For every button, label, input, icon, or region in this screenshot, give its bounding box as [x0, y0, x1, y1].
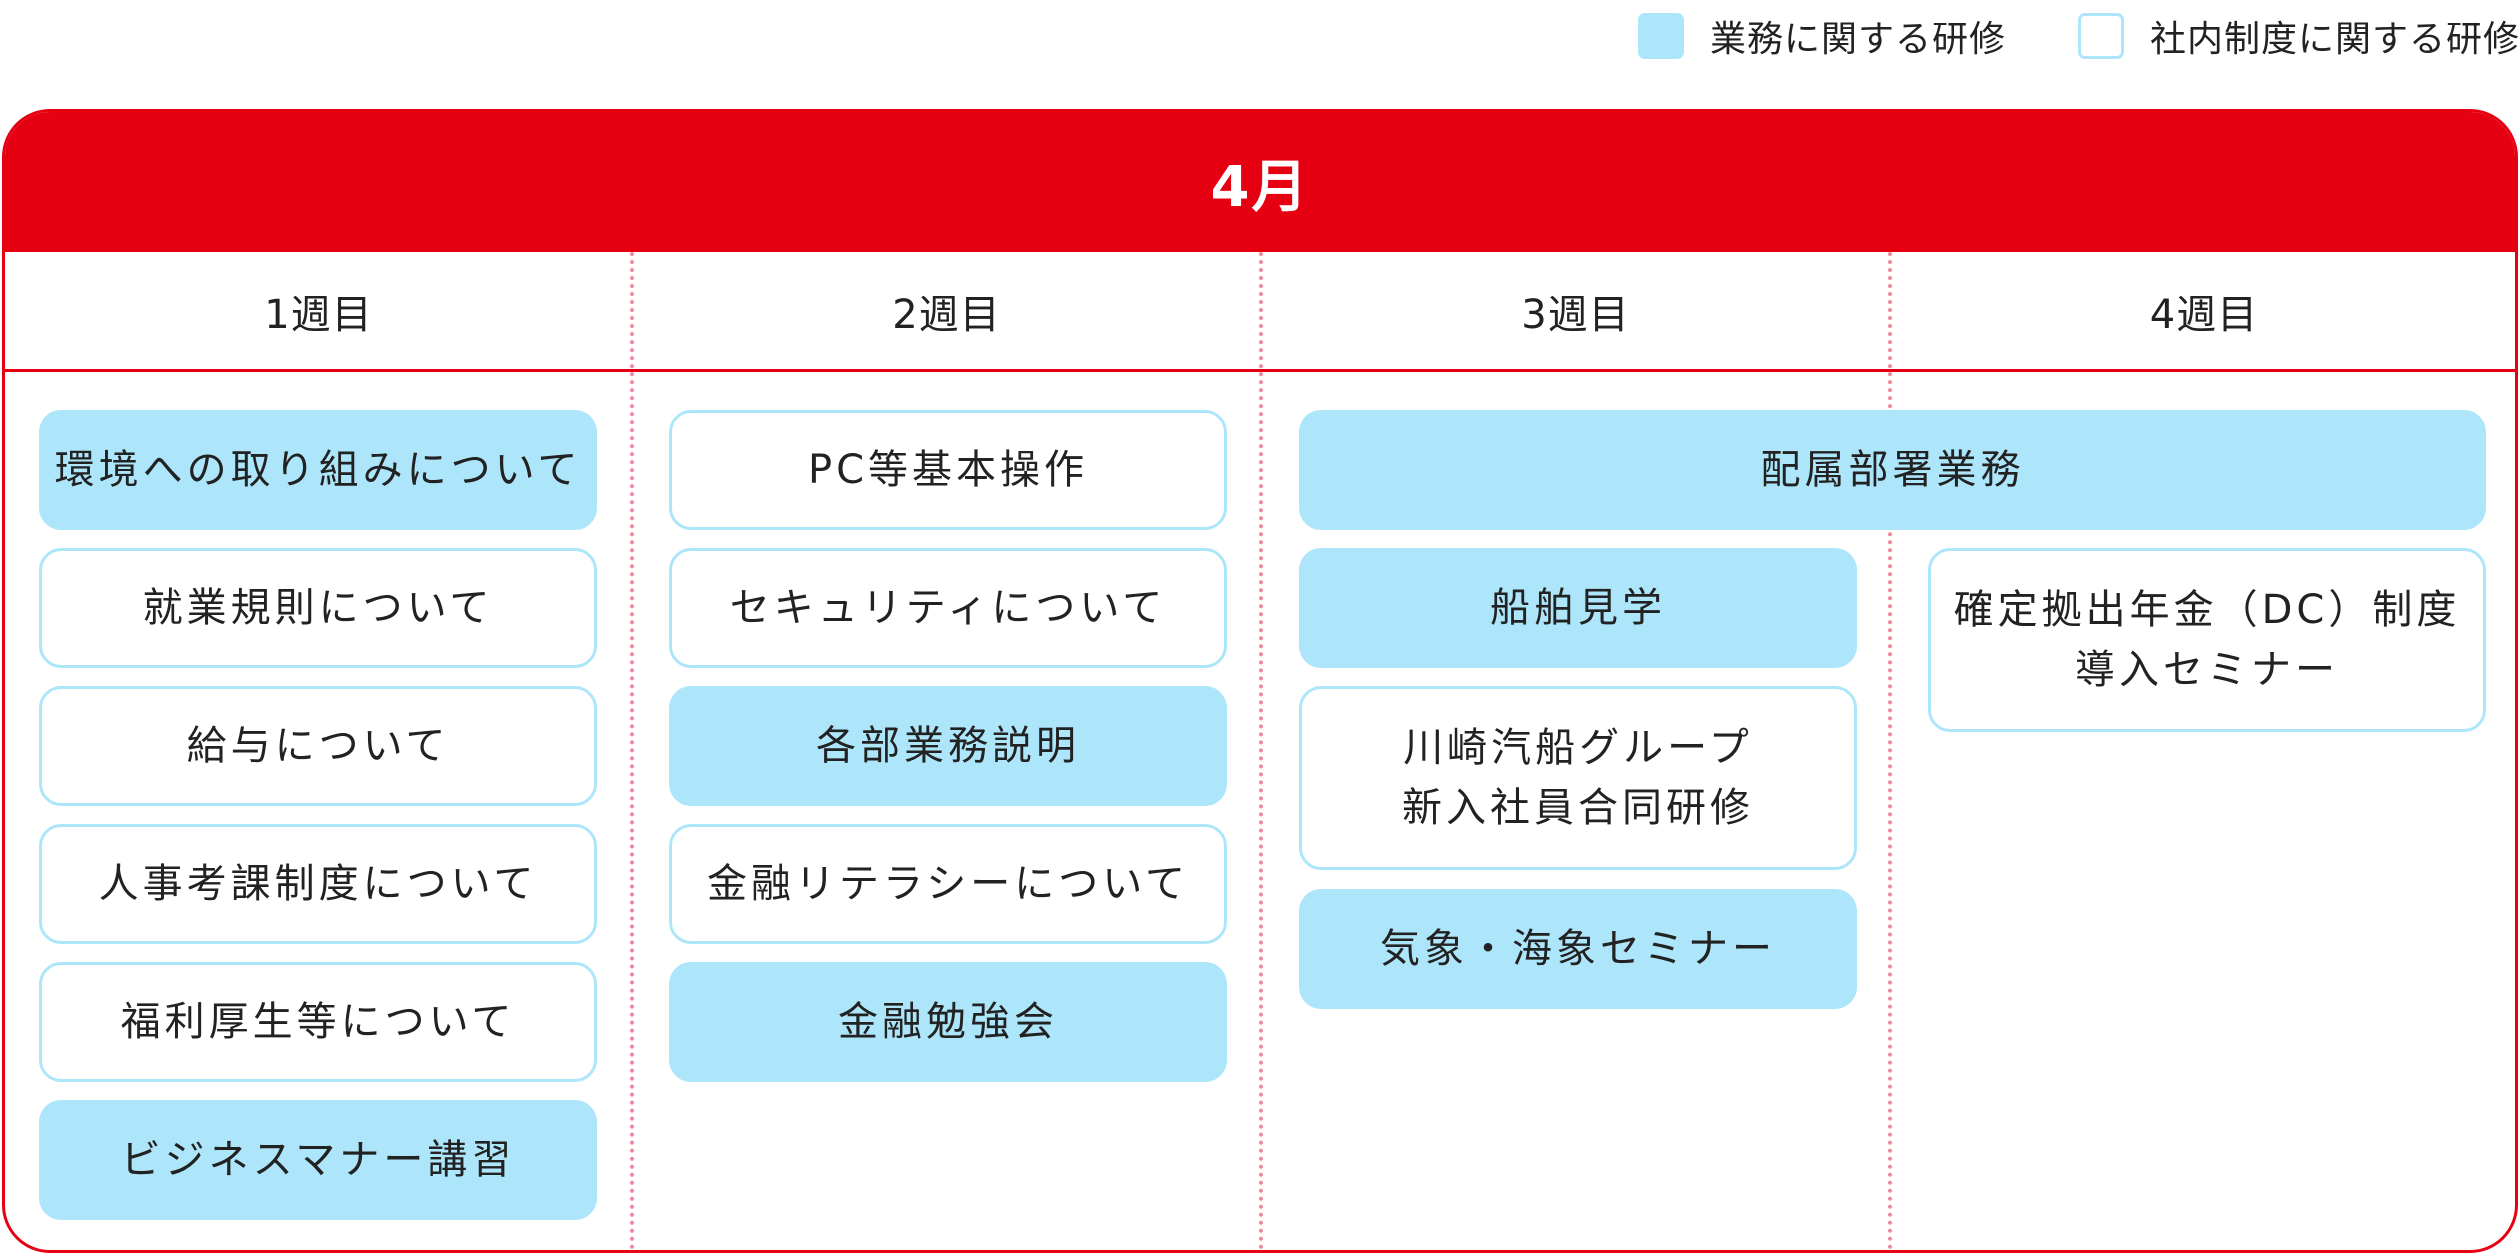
- legend-item-internal: 社内制度に関する研修: [2077, 10, 2520, 62]
- legend-label-internal: 社内制度に関する研修: [2149, 19, 2520, 60]
- legend-swatch-internal: [2077, 13, 2124, 59]
- event-w3-ship-tour: 船舶見学: [1299, 548, 1857, 668]
- week-label-1: 1週目: [264, 291, 373, 338]
- event-w1-environment: 環境への取り組みについて: [39, 410, 597, 530]
- legend-label-business: 業務に関する研修: [1709, 19, 2006, 60]
- week-label-3: 3週目: [1521, 291, 1630, 338]
- training-schedule: 4月 1週目 2週目 3週目 4週目 環境への取り組みについて 就業規則について…: [2, 109, 2518, 1253]
- legend-item-business: 業務に関する研修: [1637, 10, 2006, 62]
- week-divider-3: [1888, 252, 1892, 1250]
- event-w1-business-manners: ビジネスマナー講習: [39, 1100, 597, 1220]
- event-w2-finance-study: 金融勉強会: [669, 962, 1227, 1082]
- event-w2-financial-literacy: 金融リテラシーについて: [669, 824, 1227, 944]
- event-w3-weather-seminar: 気象・海象セミナー: [1299, 889, 1857, 1009]
- week-divider-2: [1259, 252, 1263, 1250]
- week-divider-1: [630, 252, 634, 1250]
- week-label-2: 2週目: [892, 291, 1001, 338]
- week-label-4: 4週目: [2149, 291, 2259, 338]
- event-w1-welfare: 福利厚生等について: [39, 962, 597, 1082]
- legend-swatch-business: [1637, 13, 1684, 59]
- event-w1-evaluation: 人事考課制度について: [39, 824, 597, 944]
- legend: 業務に関する研修 社内制度に関する研修: [1566, 8, 2520, 64]
- event-w3-group-joint-training: 川崎汽船グループ 新入社員合同研修: [1299, 686, 1857, 870]
- event-w1-work-rules: 就業規則について: [39, 548, 597, 668]
- event-w2-pc-basics: PC等基本操作: [669, 410, 1227, 530]
- event-w4-dc-pension-seminar: 確定拠出年金（DC）制度 導入セミナー: [1928, 548, 2486, 732]
- month-header: 4月: [5, 112, 2515, 252]
- event-w2-department-briefing: 各部業務説明: [669, 686, 1227, 806]
- event-w2-security: セキュリティについて: [669, 548, 1227, 668]
- event-w34-assigned-dept-work: 配属部署業務: [1299, 410, 2486, 530]
- event-w1-salary: 給与について: [39, 686, 597, 806]
